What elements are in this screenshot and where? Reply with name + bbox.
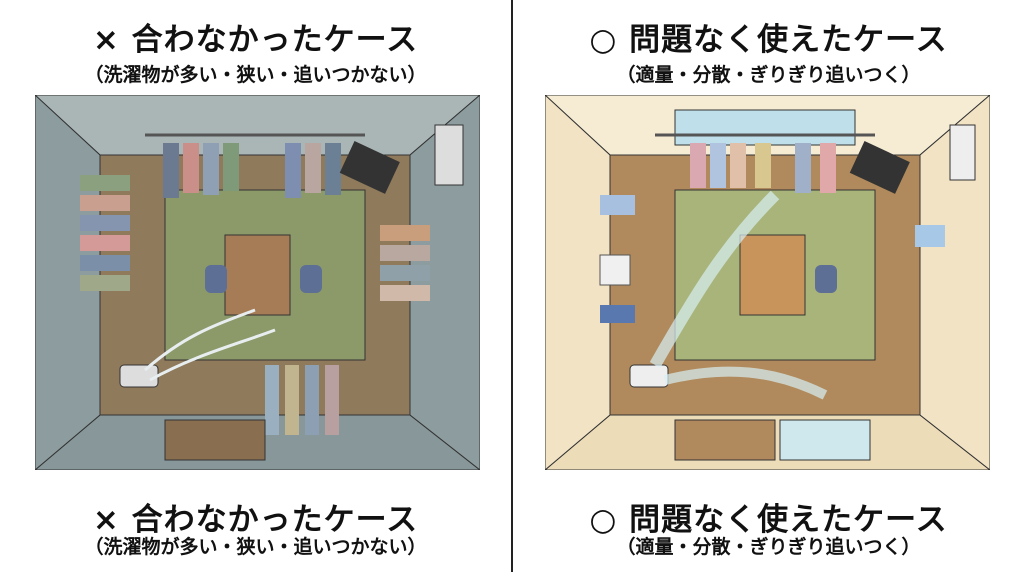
bad-case-room-illustration (35, 95, 480, 470)
window (674, 109, 856, 146)
bad-case-panel: × 合わなかったケース （洗濯物が多い・狭い・追いつかない） (0, 0, 511, 572)
air-conditioner (949, 124, 976, 181)
dehumidifier (119, 364, 159, 388)
good-case-panel: ○ 問題なく使えたケース （適量・分散・ぎりぎり追いつく） ○ 問題なく使えたケ… (513, 0, 1024, 572)
bad-case-subtitle: （洗濯物が多い・狭い・追いつかない） (84, 64, 427, 86)
cushion (205, 265, 227, 293)
good-case-bottom-subtitle: （適量・分散・ぎりぎり追いつく） (616, 536, 921, 558)
bad-case-title: × 合わなかったケース (92, 22, 419, 58)
tv (849, 141, 910, 194)
bad-case-bottom-title: × 合わなかったケース (92, 502, 419, 538)
hanging-laundry (599, 143, 945, 323)
cushion (300, 265, 322, 293)
good-case-room-illustration (545, 95, 990, 470)
table (739, 234, 806, 316)
table (224, 234, 291, 316)
tv (339, 141, 400, 194)
cushion (815, 265, 837, 293)
good-case-title: ○ 問題なく使えたケース (589, 22, 948, 58)
panel-divider (511, 0, 513, 572)
hanging-laundry (80, 143, 430, 435)
good-case-bottom-title: ○ 問題なく使えたケース (589, 502, 948, 538)
dehumidifier (629, 364, 669, 388)
door (674, 419, 776, 461)
bad-case-bottom-subtitle: （洗濯物が多い・狭い・追いつかない） (84, 536, 427, 558)
door (164, 419, 266, 461)
air-conditioner (434, 124, 464, 186)
good-case-subtitle: （適量・分散・ぎりぎり追いつく） (616, 64, 921, 86)
